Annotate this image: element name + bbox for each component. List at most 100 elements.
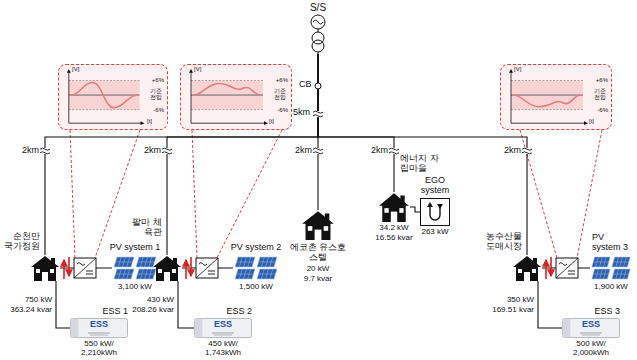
pv-rating: 3,100 kW	[118, 283, 152, 292]
load-name: 에너지 자립마을	[400, 154, 444, 174]
callout-leader	[70, 130, 602, 258]
pv-name: PV system 3	[592, 233, 632, 253]
distance-label: 2km	[294, 146, 313, 156]
solar-panel-icon	[112, 255, 158, 281]
limit-label: -6%	[597, 107, 608, 114]
break-wave	[313, 152, 323, 154]
load-name: 순천만 국가정원	[2, 232, 40, 252]
substation-symbol	[303, 14, 333, 54]
break-gap	[40, 148, 50, 154]
ess-name: ESS 1	[102, 307, 128, 317]
reference-label: 기준 전압	[150, 88, 164, 100]
building-icon	[301, 210, 335, 240]
inverter-symbol	[74, 258, 96, 278]
feeder-line	[178, 281, 194, 328]
break-wave	[162, 152, 172, 154]
active-power: 750 kW	[25, 296, 52, 305]
pv-array: PV system 13,100 kW	[112, 255, 158, 281]
ess-unit: ESS 3ESS500 kW/ 2,000kWh	[562, 318, 620, 338]
break-wave	[313, 148, 323, 150]
distance-label: 2km	[370, 146, 389, 156]
break-wave	[522, 148, 532, 150]
pv-rating: 1,900 kW	[594, 283, 628, 292]
circuit-breaker	[315, 83, 321, 89]
limit-label: +6%	[596, 77, 608, 84]
feeder-line	[318, 54, 527, 255]
load-name: 팔마 체육관	[124, 218, 162, 238]
active-power: 34.2 kW	[379, 224, 408, 233]
break-wave	[389, 152, 399, 154]
load-building: 농수산물 도매시장350 kW169.51 kvar	[512, 255, 542, 281]
load-building: 에너지 자립마을34.2 kW16.56 kvar	[378, 192, 410, 222]
ess-name: ESS 2	[226, 307, 252, 317]
breaker-label: CB	[298, 80, 313, 90]
axis-label: [t]	[589, 118, 594, 125]
break-wave	[162, 148, 172, 150]
load-name: 농수산물 도매시장	[484, 232, 522, 252]
reference-label: 기준 전압	[274, 88, 288, 100]
distance-label: 5km	[292, 108, 311, 118]
axis-label: [t]	[269, 118, 274, 125]
active-power: 350 kW	[507, 296, 534, 305]
reactive-power: 169.51 kvar	[492, 306, 534, 315]
pv-array: PV system 21,500 kW	[233, 255, 279, 281]
break-wave	[40, 152, 50, 154]
feeder-line	[318, 54, 394, 192]
building-icon	[152, 255, 182, 281]
pv-array: PV system 31,900 kW	[590, 255, 632, 281]
load-building: 에코촌 유스호스텔20 kW9.7 kvar	[301, 210, 335, 240]
load-building: 팔마 체육관430 kW208.26 kvar	[152, 255, 182, 281]
distance-label: 2km	[143, 146, 162, 156]
feeder-line	[167, 54, 318, 255]
break-wave	[522, 152, 532, 154]
voltage-callout: [V]+6%기준 전압-6%[t]	[180, 64, 292, 130]
ego-system: EGO system263 kW	[420, 198, 450, 226]
load-name: 에코촌 유스호스텔	[289, 243, 347, 263]
active-power: 20 kW	[307, 265, 330, 274]
ess-rating: 550 kW/ 2,210kWh	[71, 340, 127, 358]
break-gap	[389, 148, 399, 154]
break-gap	[162, 148, 172, 154]
solar-panel-icon	[233, 255, 279, 281]
ess-rating: 450 kW/ 1,743kWh	[195, 340, 251, 358]
reactive-power: 16.56 kvar	[375, 234, 412, 243]
voltage-callout: [V] +6% 기준 전압 -6%[t]	[500, 64, 612, 130]
limit-label: +6%	[152, 77, 164, 84]
active-power: 430 kW	[147, 296, 174, 305]
reference-label: 기준 전압	[594, 88, 608, 100]
break-gap	[313, 111, 323, 117]
solar-panel-icon	[590, 255, 632, 281]
pv-rating: 1,500 kW	[239, 283, 273, 292]
feeder-line	[45, 54, 318, 255]
ess-unit: ESS 2ESS450 kW/ 1,743kWh	[194, 318, 252, 338]
reactive-power: 208.26 kvar	[132, 306, 174, 315]
reactive-power: 363.24 kvar	[10, 306, 52, 315]
pv-name: PV system 1	[110, 243, 161, 253]
limit-label: -6%	[277, 107, 288, 114]
ego-rating: 263 kW	[421, 228, 448, 237]
pv-name: PV system 2	[231, 243, 282, 253]
feeder-line	[410, 207, 420, 212]
axis-label: [V]	[72, 66, 79, 73]
inverter-symbol	[196, 258, 218, 278]
axis-label: [t]	[147, 118, 152, 125]
distance-label: 2km	[21, 146, 40, 156]
ess-logo: ESS	[562, 320, 620, 330]
ess-logo: ESS	[194, 320, 252, 330]
break-gap	[522, 148, 532, 154]
break-wave	[40, 148, 50, 150]
reactive-power: 9.7 kvar	[304, 275, 332, 284]
distance-label: 2km	[503, 146, 522, 156]
limit-label: +6%	[276, 77, 288, 84]
break-wave	[313, 115, 323, 117]
load-building: 순천만 국가정원750 kW363.24 kvar	[30, 255, 60, 281]
feeder-line	[56, 281, 70, 328]
ego-unit-icon	[420, 198, 450, 226]
break-gap	[313, 148, 323, 154]
axis-label: [V]	[514, 66, 521, 73]
inverter-symbol	[556, 258, 578, 278]
ess-name: ESS 3	[594, 307, 620, 317]
ess-logo: ESS	[70, 320, 128, 330]
building-icon	[30, 255, 60, 281]
